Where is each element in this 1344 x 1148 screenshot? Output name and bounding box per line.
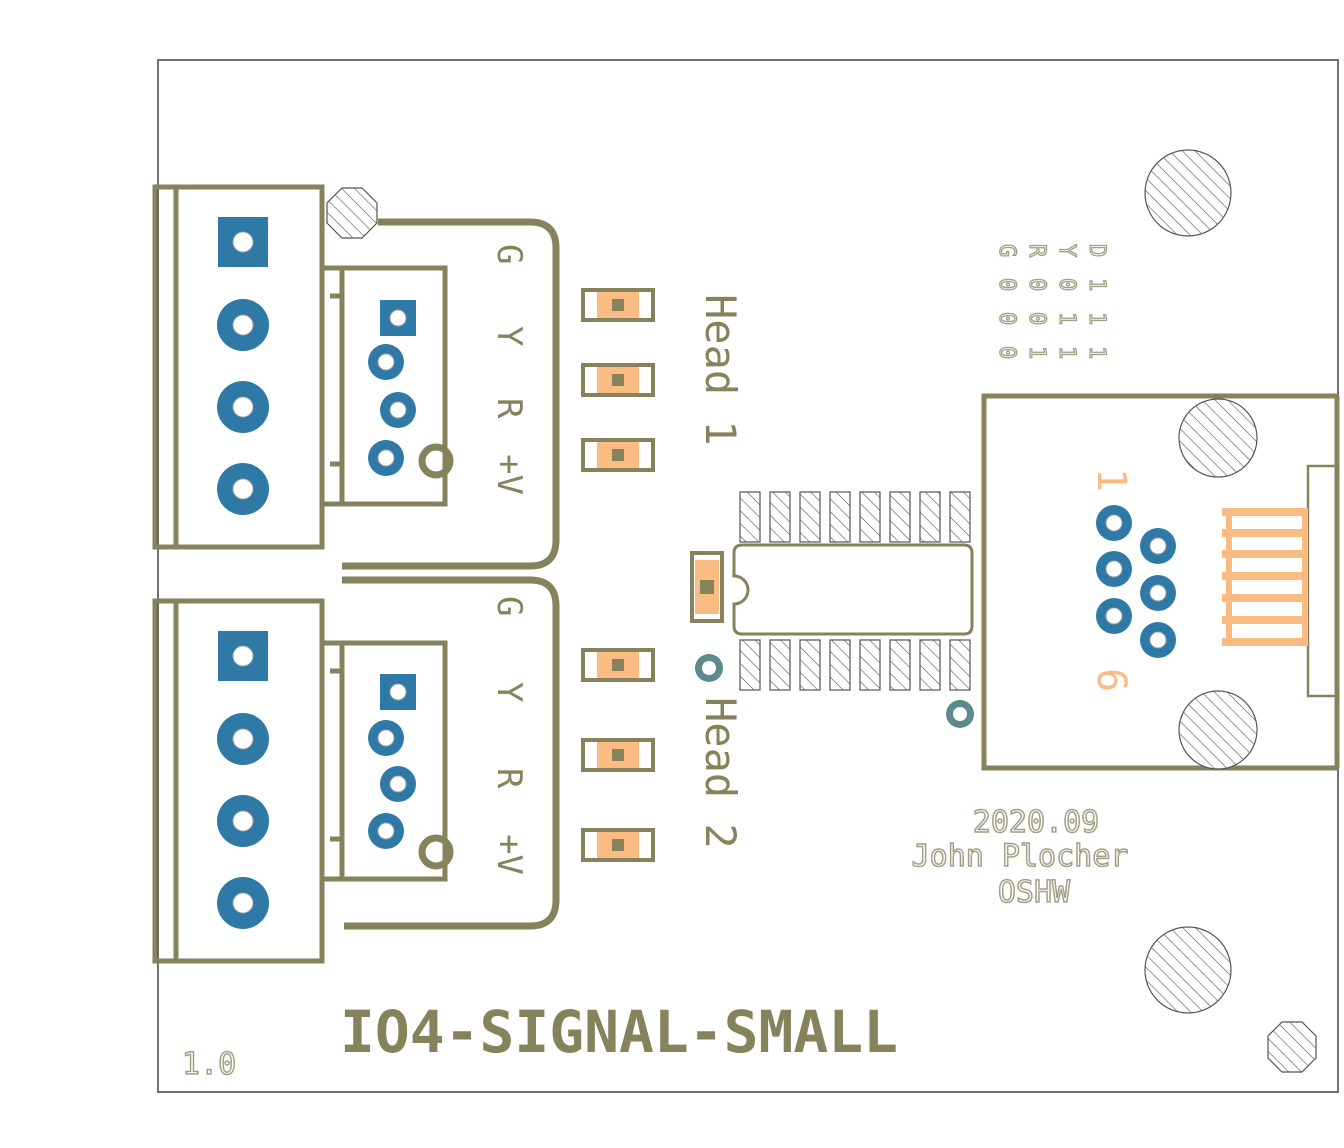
truth-table-cell: 1: [1054, 346, 1079, 359]
header-2-connector: [322, 576, 560, 930]
head1-pin-g: G: [489, 244, 529, 264]
truth-table-cell: 0: [1024, 312, 1049, 325]
truth-table-cell: 1: [1084, 312, 1109, 325]
ic-pad-bottom: [829, 639, 851, 691]
mounting-hole-small-1: [326, 187, 378, 239]
head2-label: Head 2: [696, 697, 745, 849]
truth-table-cell: Y: [1054, 244, 1079, 257]
head1-label: Head 1: [696, 294, 745, 446]
head2-resistors: [581, 648, 655, 862]
ic-pad-top: [739, 491, 761, 543]
truth-table-cell: 1: [1084, 278, 1109, 291]
truth-table-cell: 1: [1084, 346, 1109, 359]
board-author: John Plocher: [912, 839, 1129, 874]
head1-pin-labels: G Y R +V: [489, 244, 529, 495]
capacitor: [690, 551, 724, 623]
truth-table-cell: 0: [994, 346, 1019, 359]
via-1: [695, 654, 723, 682]
head2-pin-y: Y: [489, 682, 529, 702]
truth-table-cell: G: [994, 244, 1019, 257]
ic-pad-top: [919, 491, 941, 543]
truth-table-cell: 1: [1024, 346, 1049, 359]
head2-pin-labels: G Y R +V: [489, 596, 529, 875]
board-date: 2020.09: [973, 805, 1099, 840]
header-1-connector: [322, 218, 560, 570]
connector-pin-1: 1: [1088, 468, 1134, 492]
ic-pad-top: [949, 491, 971, 543]
ic-pad-bottom: [949, 639, 971, 691]
via-2: [946, 700, 974, 728]
mounting-hole-3: [1178, 690, 1258, 770]
head1-pin-r: R: [489, 398, 529, 419]
mounting-hole-4: [1144, 926, 1232, 1014]
head2-pin-g: G: [489, 596, 529, 616]
board-version: 1.0: [182, 1047, 236, 1082]
ic-pad-bottom: [739, 639, 761, 691]
truth-table-cell: 1: [1054, 312, 1079, 325]
head1-pin-v: +V: [489, 454, 529, 495]
head2-pin-v: +V: [489, 834, 529, 875]
truth-table-cell: 0: [994, 312, 1019, 325]
terminal-block-1: [152, 184, 325, 550]
truth-table-cell: R: [1024, 244, 1049, 258]
ic-pad-bottom: [889, 639, 911, 691]
truth-table-cell: 0: [994, 278, 1019, 291]
head1-pin-y: Y: [489, 326, 529, 346]
mounting-hole-small-2: [1267, 1021, 1317, 1073]
ic-pad-top: [769, 491, 791, 543]
ic-pad-bottom: [769, 639, 791, 691]
ic-pad-bottom: [799, 639, 821, 691]
connector-pin-6: 6: [1088, 668, 1134, 692]
ic-pad-top: [889, 491, 911, 543]
ic-body: [732, 543, 974, 636]
head2-pin-r: R: [489, 768, 529, 789]
ic-pad-bottom: [859, 639, 881, 691]
ic-pad-top: [799, 491, 821, 543]
truth-table-cell: D: [1084, 244, 1109, 257]
terminal-block-2: [152, 598, 325, 964]
ic-pad-top: [829, 491, 851, 543]
head1-resistors: [581, 288, 655, 472]
truth-table-cell: 0: [1054, 278, 1079, 291]
board-title: IO4-SIGNAL-SMALL: [340, 998, 898, 1066]
rj-connector: [981, 393, 1340, 771]
ic-pad-bottom: [919, 639, 941, 691]
board-license: OSHW: [998, 875, 1071, 910]
truth-table-cell: 0: [1024, 278, 1049, 291]
mounting-hole-1: [1144, 149, 1232, 237]
ic-pad-top: [859, 491, 881, 543]
mounting-hole-2: [1178, 398, 1258, 478]
ic-chip: [732, 491, 974, 691]
